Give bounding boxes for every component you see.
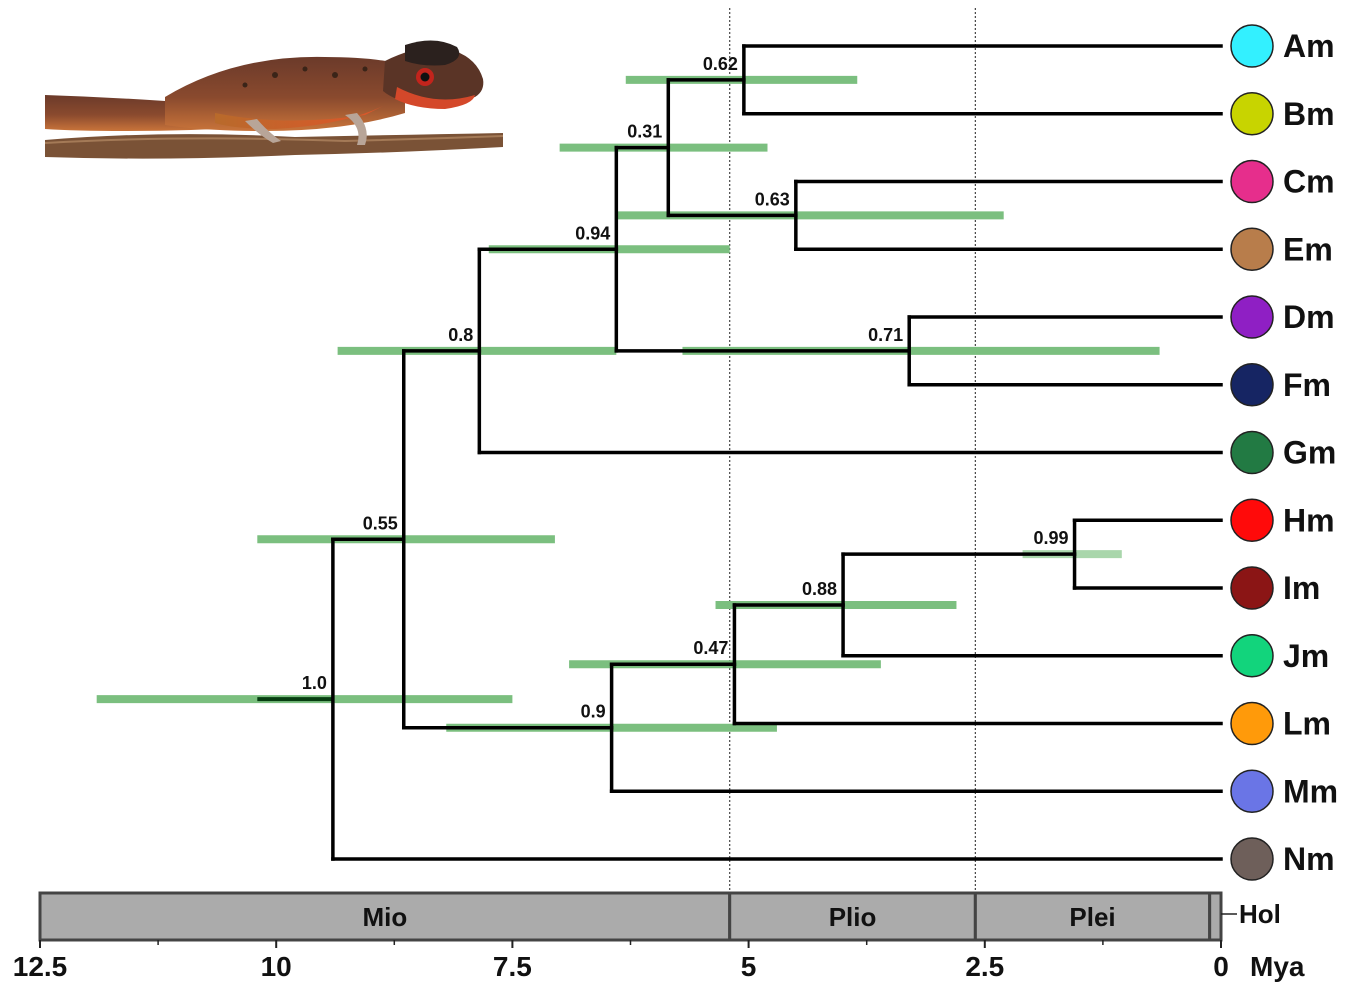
support-value: 1.0 <box>302 673 327 693</box>
tip-circle-Mm <box>1231 770 1273 812</box>
epoch-scale: Mio Plio Plei Hol <box>40 893 1281 940</box>
tip-label-Nm: Nm <box>1283 841 1335 877</box>
epoch-Hol <box>1210 893 1221 940</box>
tip-label-Em: Em <box>1283 231 1333 267</box>
time-axis: 12.5 10 7.5 5 2.5 0 Mya <box>13 940 1305 982</box>
tip-circle-Fm <box>1231 364 1273 406</box>
support-value: 0.94 <box>575 223 610 243</box>
epoch-label: Mio <box>362 902 407 932</box>
tip-circle-Dm <box>1231 296 1273 338</box>
tip-circle-Im <box>1231 567 1273 609</box>
tip-label-Dm: Dm <box>1283 299 1335 335</box>
tip-circle-Lm <box>1231 703 1273 745</box>
epoch-label: Plio <box>829 902 877 932</box>
tip-label-Fm: Fm <box>1283 367 1331 403</box>
support-value: 0.8 <box>448 325 473 345</box>
axis-tick-label: 2.5 <box>965 951 1004 982</box>
axis-unit-label: Mya <box>1250 951 1305 982</box>
tip-circle-Nm <box>1231 838 1273 880</box>
support-value: 0.63 <box>755 189 790 209</box>
tip-label-Gm: Gm <box>1283 435 1336 471</box>
tip-label-Im: Im <box>1283 570 1320 606</box>
epoch-label: Hol <box>1239 899 1281 929</box>
tip-circle-Bm <box>1231 93 1273 135</box>
epoch-label: Plei <box>1069 902 1115 932</box>
tip-circle-Cm <box>1231 161 1273 203</box>
tip-circle-Am <box>1231 25 1273 67</box>
tip-labels: AmBmCmEmDmFmGmHmImJmLmMmNm <box>1231 25 1338 880</box>
support-value: 0.99 <box>1034 528 1069 548</box>
tip-label-Cm: Cm <box>1283 164 1335 200</box>
tip-label-Jm: Jm <box>1283 638 1329 674</box>
hpd-bars <box>97 80 1160 728</box>
lizard-photo-drawing <box>45 35 505 165</box>
axis-tick-label: 5 <box>741 951 757 982</box>
tip-label-Bm: Bm <box>1283 96 1335 132</box>
support-value: 0.31 <box>627 122 662 142</box>
tip-circle-Gm <box>1231 432 1273 474</box>
support-value: 0.71 <box>868 325 903 345</box>
support-value: 0.55 <box>363 513 398 533</box>
tip-label-Hm: Hm <box>1283 502 1335 538</box>
tip-label-Am: Am <box>1283 28 1335 64</box>
tip-circle-Em <box>1231 228 1273 270</box>
support-value: 0.88 <box>802 579 837 599</box>
lizard-photo-icon <box>45 35 505 165</box>
axis-tick-label: 7.5 <box>493 951 532 982</box>
support-value: 0.62 <box>703 54 738 74</box>
axis-tick-label: 12.5 <box>13 951 68 982</box>
tip-circle-Jm <box>1231 635 1273 677</box>
axis-tick-label: 0 <box>1213 951 1229 982</box>
support-value: 0.9 <box>581 702 606 722</box>
axis-tick-label: 10 <box>261 951 292 982</box>
tip-label-Lm: Lm <box>1283 706 1331 742</box>
tip-label-Mm: Mm <box>1283 773 1338 809</box>
support-value: 0.47 <box>693 638 728 658</box>
tip-circle-Hm <box>1231 499 1273 541</box>
tree-branches <box>257 46 1221 859</box>
